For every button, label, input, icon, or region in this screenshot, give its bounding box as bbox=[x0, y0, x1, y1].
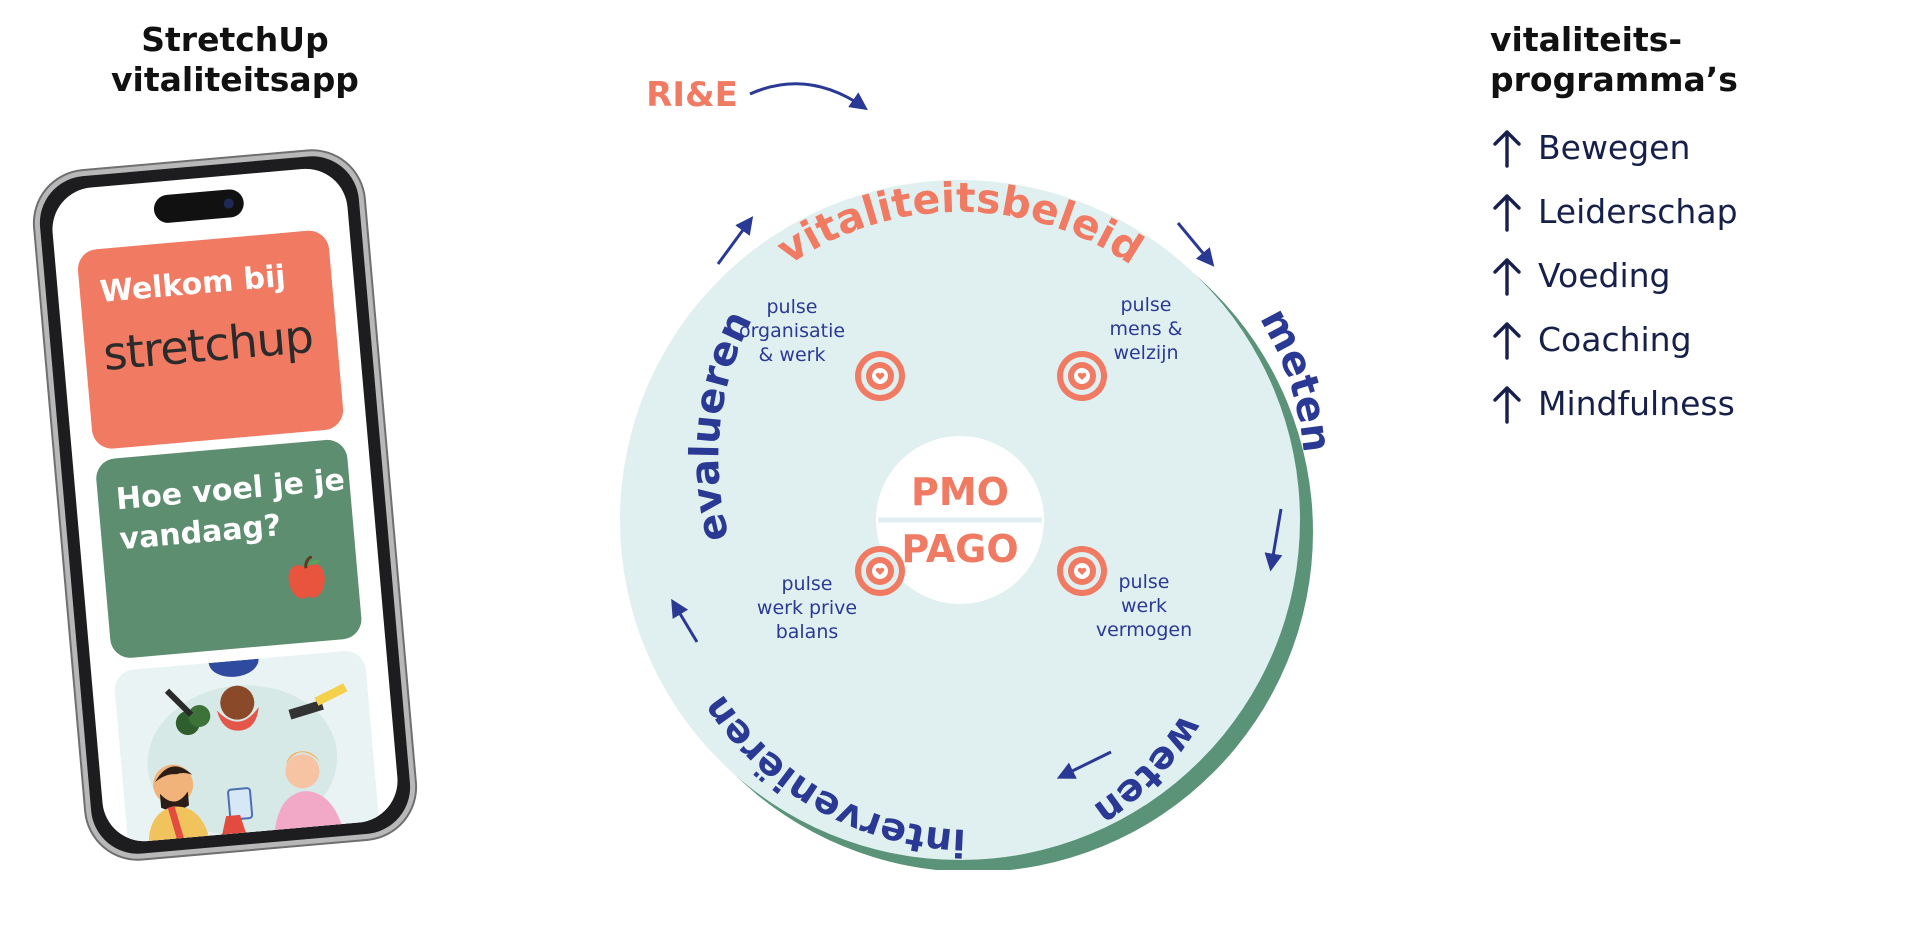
arrow-up-icon bbox=[1493, 130, 1521, 168]
arrow-up-icon bbox=[1493, 194, 1521, 232]
pulse-label-4-line1: pulse bbox=[1119, 571, 1170, 593]
arrow-up-icon bbox=[1493, 386, 1521, 424]
app-title-line2: vitaliteitsapp bbox=[111, 60, 359, 99]
arrow-meten-to-weten bbox=[1264, 508, 1283, 572]
mood-card[interactable]: Hoe voel je je vandaag? bbox=[94, 438, 364, 660]
people-illustration bbox=[147, 658, 348, 845]
apple-icon bbox=[288, 555, 325, 599]
pulse-label-4-line2: werk bbox=[1121, 595, 1167, 617]
program-label: Leiderschap bbox=[1538, 192, 1738, 231]
pulse-mens-welzijn bbox=[1057, 351, 1107, 401]
phone-screen: Welkom bij stretchup Hoe voel je je vand… bbox=[48, 165, 402, 845]
programs-title: vitaliteits- programma’s bbox=[1490, 20, 1738, 100]
app-title-line1: StretchUp bbox=[141, 20, 329, 59]
pulse-label-4-line3: vermogen bbox=[1096, 619, 1192, 641]
center-pago: PAGO bbox=[901, 527, 1018, 571]
arrow-weten-to-interveniëren bbox=[1056, 750, 1112, 779]
program-label: Voeding bbox=[1538, 256, 1671, 295]
mood-question: Hoe voel je je vandaag? bbox=[114, 462, 347, 558]
pulse-label-3-line3: balans bbox=[776, 621, 839, 643]
heart-icon bbox=[875, 567, 885, 575]
program-item: Mindfulness bbox=[1490, 384, 1738, 448]
arrow-up-icon bbox=[1493, 322, 1521, 360]
stretchup-logo: stretchup bbox=[101, 308, 315, 381]
program-label: Bewegen bbox=[1538, 128, 1691, 167]
pulse-label-3-line2: werk prive bbox=[757, 597, 857, 619]
programs-title-line2: programma’s bbox=[1490, 60, 1738, 99]
pulse-label-3-line1: pulse bbox=[782, 573, 833, 595]
program-item: Coaching bbox=[1490, 320, 1738, 384]
program-item: Bewegen bbox=[1490, 128, 1738, 192]
programs-title-line1: vitaliteits- bbox=[1490, 20, 1683, 59]
pulse-label-1-line3: & werk bbox=[759, 344, 826, 366]
program-label: Coaching bbox=[1538, 320, 1692, 359]
phone-mockup: Welkom bij stretchup Hoe voel je je vand… bbox=[30, 146, 420, 864]
arrow-evalueren-to-beleid bbox=[716, 216, 754, 265]
vitality-cycle-diagram: vitaliteitsbeleid meten weten intervenië… bbox=[620, 75, 1340, 870]
pulse-label-1-line2: organisatie bbox=[739, 320, 845, 342]
pulse-label-2-line2: mens & bbox=[1110, 318, 1183, 340]
program-item: Voeding bbox=[1490, 256, 1738, 320]
pulse-label-2-line1: pulse bbox=[1121, 294, 1172, 316]
pulse-label-1-line1: pulse bbox=[767, 296, 818, 318]
heart-icon bbox=[1077, 372, 1087, 380]
wellness-illustration bbox=[113, 649, 380, 845]
program-label: Mindfulness bbox=[1538, 384, 1735, 423]
pulse-organisatie-werk bbox=[855, 351, 905, 401]
welcome-card: Welkom bij stretchup bbox=[76, 229, 345, 451]
heart-icon bbox=[1077, 567, 1087, 575]
center-pmo: PMO bbox=[911, 470, 1009, 514]
rie-label: RI&E bbox=[646, 75, 738, 115]
arrow-beleid-to-meten bbox=[1176, 222, 1215, 267]
program-item: Leiderschap bbox=[1490, 192, 1738, 256]
arrow-interveniëren-to-evalueren bbox=[671, 598, 699, 643]
welcome-text: Welkom bij bbox=[98, 258, 287, 311]
app-title: StretchUp vitaliteitsapp bbox=[100, 20, 370, 100]
pulse-label-2-line3: welzijn bbox=[1113, 342, 1178, 364]
pulse-werk-prive-balans bbox=[855, 546, 905, 596]
pulse-werkvermogen bbox=[1057, 546, 1107, 596]
rie-arrow bbox=[749, 82, 868, 111]
arrow-up-icon bbox=[1493, 258, 1521, 296]
heart-icon bbox=[875, 372, 885, 380]
camera-notch bbox=[152, 188, 245, 225]
